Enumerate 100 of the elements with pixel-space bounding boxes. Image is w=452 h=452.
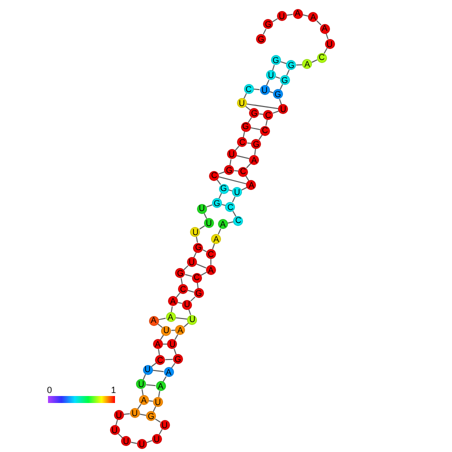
base-letter: U (116, 410, 122, 420)
connector-line (177, 302, 183, 304)
connector-line (176, 292, 180, 298)
connector-line (183, 265, 189, 270)
connector-line (184, 274, 192, 277)
base-letter: U (206, 218, 212, 228)
base-letter: G (258, 34, 264, 43)
base-letter: U (228, 150, 235, 159)
base-letter: C (240, 167, 246, 176)
base-letter: G (195, 289, 202, 298)
connector-line (258, 113, 264, 115)
base-letter: C (208, 250, 214, 258)
base-letter: A (304, 60, 310, 69)
connector-line (174, 334, 178, 340)
connector-line (118, 433, 124, 438)
connector-line (280, 61, 287, 64)
connector-line (236, 155, 250, 160)
scale-tick-label: 0 (47, 386, 52, 395)
connector-line (250, 127, 261, 130)
base-letter: U (138, 440, 145, 449)
connector-line (218, 228, 222, 235)
base-letter: C (227, 202, 234, 211)
base-letter: C (318, 53, 325, 62)
connector-line (234, 170, 239, 172)
connector-line (286, 14, 294, 16)
base-letter: G (281, 76, 288, 84)
base-letter: A (158, 382, 164, 390)
base-letter: U (188, 258, 195, 266)
base-letter: A (168, 313, 174, 322)
base-letter: A (220, 220, 226, 228)
connector-line (196, 236, 198, 244)
base-letter: C (180, 284, 186, 294)
connector-line (170, 306, 173, 313)
base-letter: A (154, 340, 160, 348)
base-letter: U (111, 426, 118, 434)
connector-line (246, 163, 252, 168)
base-letter: U (326, 40, 333, 48)
base-letter: U (278, 12, 285, 20)
connector-line (216, 179, 222, 186)
connector-line (146, 440, 153, 444)
base-letter: U (184, 300, 190, 309)
connector-line (262, 28, 266, 35)
connector-line (275, 76, 280, 79)
base-letter: G (288, 60, 295, 70)
connector-line (326, 32, 328, 40)
base-letter: U (238, 99, 245, 108)
connector-line (232, 196, 236, 203)
base-letter: G (252, 140, 260, 148)
base-letter: C (265, 110, 272, 120)
base-letter: G (242, 122, 249, 131)
connector-line (190, 296, 196, 302)
connector-line (286, 69, 290, 76)
base-letter: A (170, 297, 176, 306)
base-letter: U (163, 326, 170, 335)
base-letter: G (250, 109, 258, 118)
base-letter: A (251, 156, 257, 164)
connector-line (296, 64, 303, 66)
base-letter: U (189, 315, 196, 324)
base-letter: C (245, 84, 252, 93)
connector-line (232, 210, 236, 217)
base-letter: A (208, 266, 214, 274)
base-letter: C (211, 171, 218, 180)
base-letter: U (144, 365, 151, 374)
connector-line (152, 370, 164, 372)
connector-line (187, 290, 194, 293)
connector-line (162, 376, 167, 382)
base-letter: U (123, 437, 130, 446)
connector-line (174, 348, 177, 355)
connector-line (246, 142, 252, 144)
base-letter: A (248, 180, 254, 190)
connector-line (254, 148, 256, 156)
connector-line (272, 64, 275, 72)
base-letter: G (220, 184, 227, 193)
base-letter: G (176, 268, 184, 278)
base-letter: C (262, 126, 268, 135)
base-letter: C (235, 216, 242, 225)
connector-line (180, 278, 183, 285)
connector-line (230, 158, 232, 166)
base-letter: U (198, 204, 205, 213)
connector-line (212, 243, 216, 250)
connector-line (146, 384, 156, 386)
base-letter: U (138, 380, 144, 389)
connector-line (316, 20, 322, 26)
connector-line (148, 400, 154, 402)
connector-line (246, 103, 279, 110)
base-letter: U (169, 340, 176, 348)
connector-line (130, 442, 138, 444)
base-letter: U (132, 408, 138, 418)
connector-line (123, 413, 130, 415)
base-letter: A (322, 24, 328, 33)
base-letter: U (280, 105, 286, 114)
base-letter: G (174, 354, 182, 364)
base-letter: A (213, 234, 220, 244)
connector-line (245, 106, 251, 111)
connector-line (154, 418, 161, 423)
connector-line (158, 318, 166, 320)
connector-line (196, 263, 207, 269)
base-letter: G (214, 198, 220, 208)
connector-line (158, 390, 160, 398)
base-letter: G (148, 412, 154, 421)
